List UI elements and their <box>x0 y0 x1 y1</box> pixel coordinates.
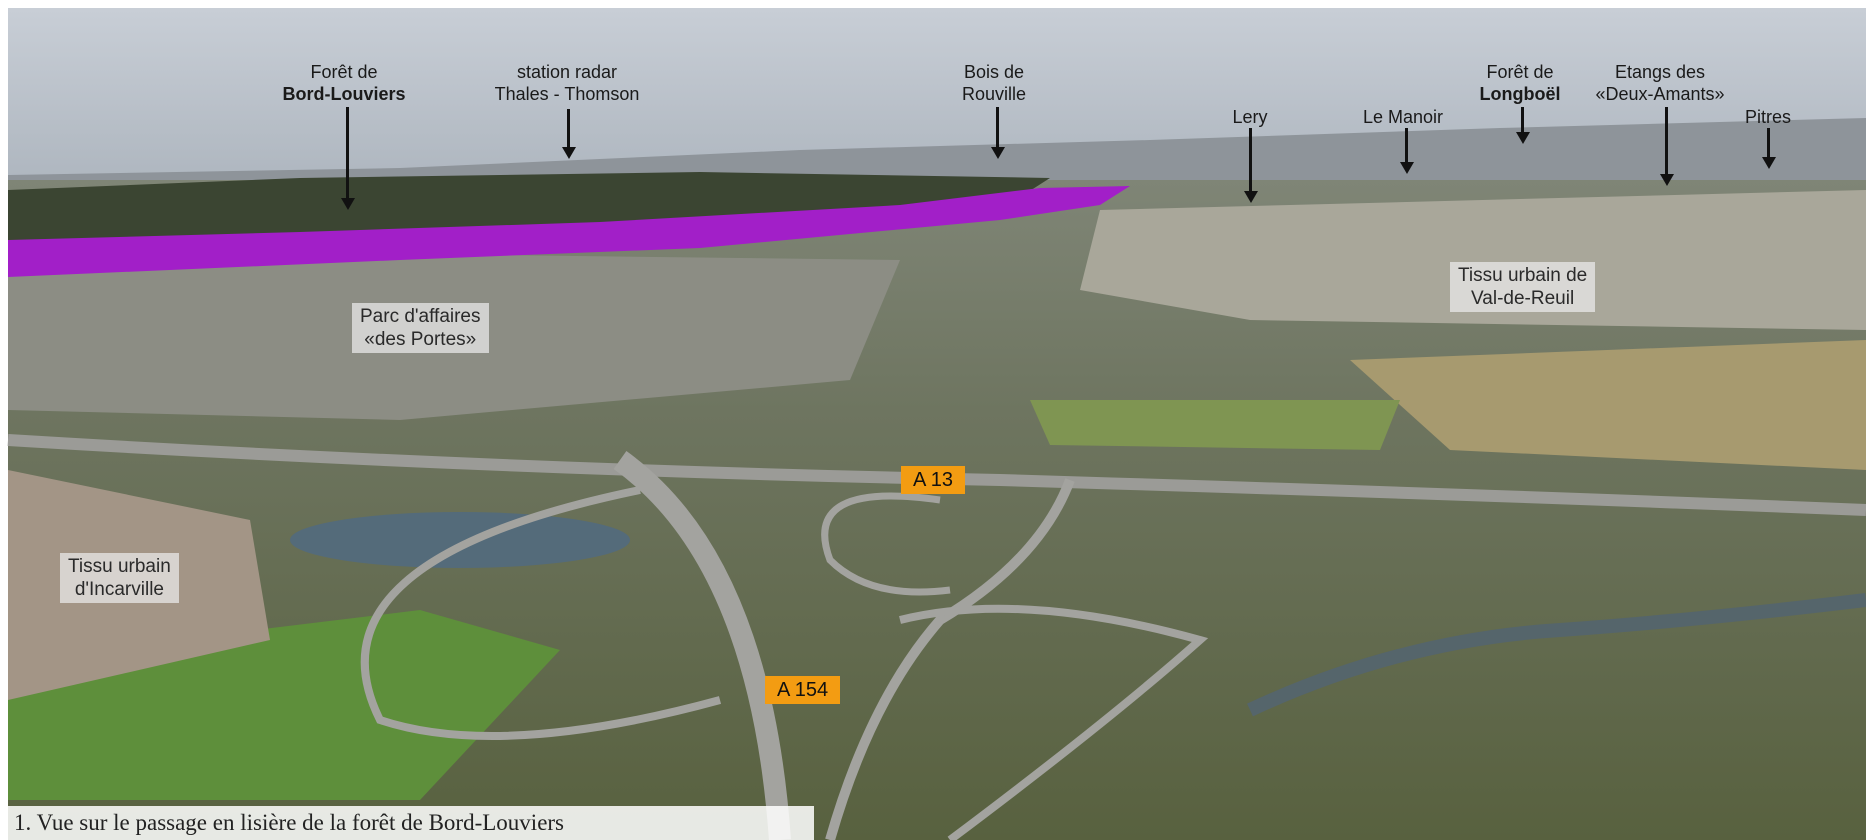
ramp-loop <box>899 604 1209 840</box>
landmark-label-station-radar: station radar Thales - Thomson <box>494 62 640 104</box>
field-center <box>1030 400 1400 450</box>
landmark-label-bois-de-rouville: Bois de Rouville <box>961 62 1027 104</box>
town-val-de-reuil <box>1080 190 1866 330</box>
road-sign-a154: A 154 <box>765 676 841 704</box>
purple-route-overlay <box>8 186 1130 277</box>
area-label-parc-affaires: Parc d'affaires «des Portes» <box>352 303 489 353</box>
lake <box>290 512 630 568</box>
ramp-right <box>825 478 1075 840</box>
field-right <box>1350 340 1866 470</box>
motorway-a154 <box>613 451 791 840</box>
area-label-val-de-reuil: Tissu urbain de Val-de-Reuil <box>1450 262 1596 312</box>
landmark-label-foret-bord-louviers: Forêt de Bord-Louviers <box>282 62 406 104</box>
landmark-label-pitres: Pitres <box>1744 107 1792 127</box>
river <box>1247 593 1866 717</box>
landmark-label-foret-de-longboel: Forêt de Longboël <box>1479 62 1561 104</box>
photo-caption: 1. Vue sur le passage en lisière de la f… <box>8 806 814 840</box>
landmark-label-le-manoir: Le Manoir <box>1362 107 1444 127</box>
motorway-a13 <box>7 434 1866 516</box>
landmark-label-lery: Lery <box>1232 107 1268 127</box>
landmark-label-etangs-deux-amants: Etangs des «Deux-Amants» <box>1595 62 1725 104</box>
road-sign-a13: A 13 <box>901 466 966 494</box>
area-label-incarville: Tissu urbain d'Incarville <box>60 553 179 603</box>
ramp-left <box>360 486 722 740</box>
ramp-a13-loop <box>821 492 951 596</box>
